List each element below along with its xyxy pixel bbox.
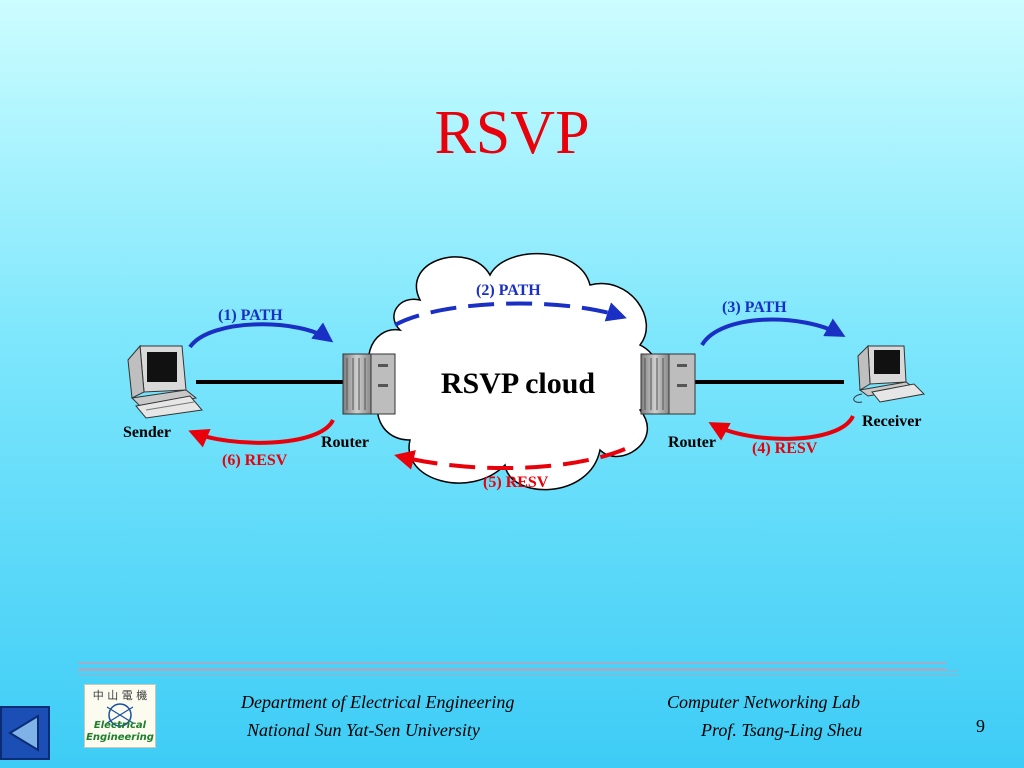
path3-arrow	[700, 317, 846, 347]
footer-rule-top	[78, 662, 946, 670]
resv5-label: (5) RESV	[483, 474, 549, 491]
previous-slide-button[interactable]	[0, 706, 50, 760]
page-number: 9	[976, 716, 985, 736]
resv6-label: (6) RESV	[222, 452, 288, 469]
path1-arrow	[188, 322, 334, 349]
footer-dept-line1: Department of Electrical Engineering	[241, 692, 515, 712]
department-logo: 中 山 電 機 Electrical Engineering	[84, 684, 156, 748]
footer-lab-line1: Computer Networking Lab	[667, 692, 861, 712]
logo-emblem-icon	[106, 703, 134, 727]
slide-title: RSVP	[434, 99, 590, 167]
footer-dept-line2: National Sun Yat-Sen University	[247, 720, 480, 740]
sender-computer-icon	[127, 344, 203, 419]
footer-lab-line2: Prof. Tsang-Ling Sheu	[701, 720, 863, 740]
router-right-icon	[640, 353, 696, 415]
triangle-left-icon	[8, 714, 39, 752]
resv5-arrow	[394, 447, 626, 471]
sender-label: Sender	[123, 424, 171, 441]
receiver-computer-icon	[853, 344, 926, 403]
path2-label: (2) PATH	[476, 282, 541, 299]
router-left-label: Router	[321, 434, 369, 451]
footer-rule-bottom	[78, 670, 958, 675]
router-left-icon	[342, 353, 396, 415]
resv4-arrow	[708, 414, 855, 441]
router-right-label: Router	[668, 434, 716, 451]
resv4-label: (4) RESV	[752, 440, 818, 457]
resv6-arrow	[188, 418, 335, 448]
path1-label: (1) PATH	[218, 307, 283, 324]
cloud-label: RSVP cloud	[441, 367, 596, 400]
logo-chinese-text: 中 山 電 機	[92, 689, 148, 702]
path2-arrow	[394, 301, 627, 327]
logo-english-line2: Engineering	[86, 732, 154, 743]
path3-label: (3) PATH	[722, 299, 787, 316]
logo-english-line1: Electrical	[93, 720, 147, 731]
receiver-label: Receiver	[862, 413, 922, 430]
